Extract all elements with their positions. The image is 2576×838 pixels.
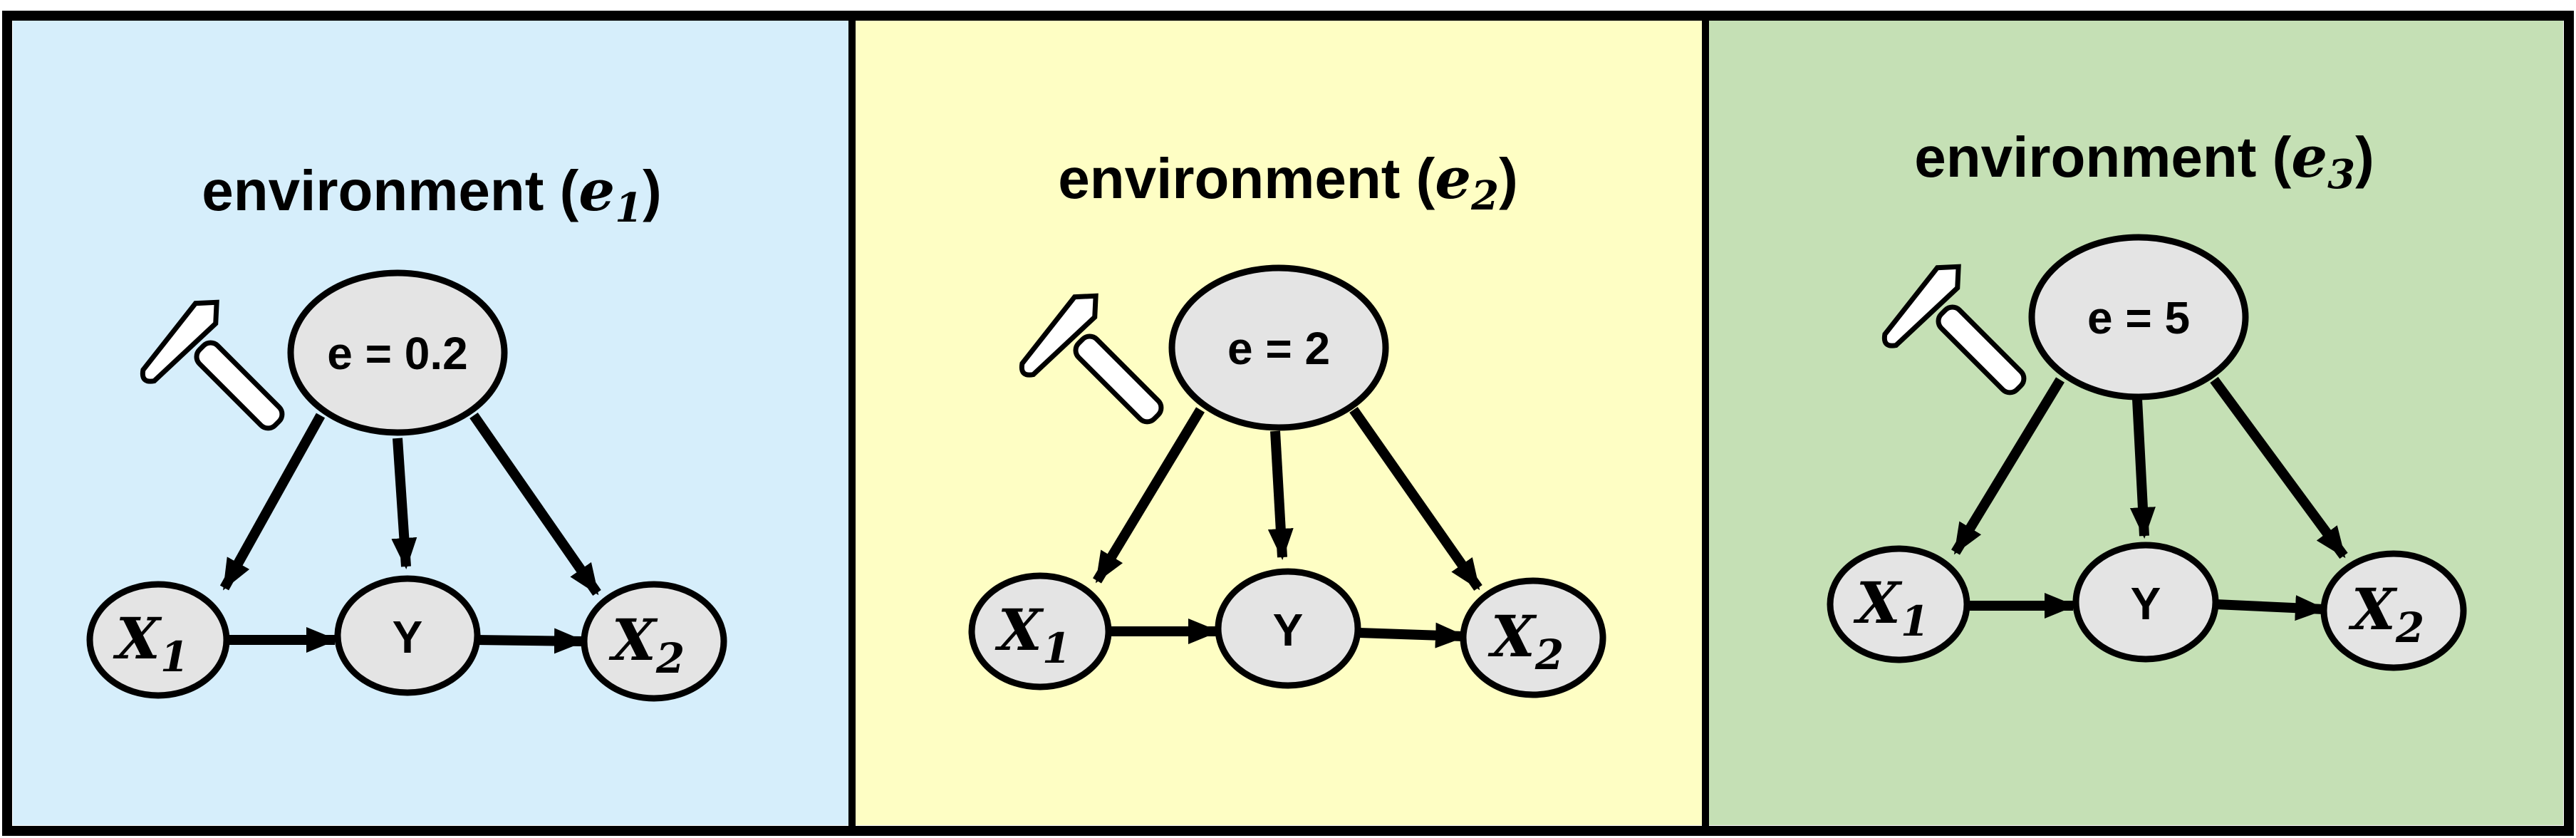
svg-text:e = 0.2: e = 0.2 <box>327 328 468 379</box>
panel-title: environment (e1) <box>202 157 661 232</box>
edge-y-to-x2 <box>475 628 586 654</box>
panel-environment-2: environment (e2) e = 2 X1 Y X2 <box>855 20 1703 825</box>
figure-border <box>2 11 2574 836</box>
env-node: e = 5 <box>2028 234 2249 400</box>
edge-env-to-x2 <box>1349 406 1482 591</box>
panel-environment-3: environment (e3) e = 5 X1 Y X2 <box>1708 20 2563 825</box>
svg-text:X1: X1 <box>113 605 189 681</box>
edge-env-to-x1 <box>1093 407 1205 584</box>
svg-text:X2: X2 <box>2348 576 2424 652</box>
svg-text:Y: Y <box>2131 578 2161 629</box>
node-x1: X1 <box>1827 545 1970 663</box>
svg-text:Y: Y <box>393 611 423 663</box>
node-y: Y <box>1215 568 1361 689</box>
edge-env-to-x2 <box>2210 376 2348 559</box>
panel-title: environment (e3) <box>1914 123 2374 198</box>
hammer-icon <box>1881 264 2027 395</box>
hammer-icon <box>140 299 285 431</box>
edge-env-to-y <box>2129 398 2156 539</box>
hammer-icon <box>1019 293 1164 425</box>
node-x2: X2 <box>2320 550 2467 671</box>
edge-env-to-x1 <box>1951 377 2065 555</box>
svg-text:e = 5: e = 5 <box>2087 292 2190 343</box>
node-y: Y <box>2072 542 2219 663</box>
svg-text:X1: X1 <box>994 596 1071 673</box>
env-node: e = 0.2 <box>287 269 508 436</box>
panel-environment-1: environment (e1) e = 0.2 X1 Y X2 <box>13 20 851 825</box>
svg-text:e = 2: e = 2 <box>1227 323 1330 374</box>
svg-text:X2: X2 <box>1487 603 1564 679</box>
panel-title: environment (e2) <box>1058 145 1517 219</box>
edge-y-to-x2 <box>1359 622 1467 648</box>
node-x1: X1 <box>86 581 230 699</box>
edge-env-to-y <box>1267 430 1294 560</box>
edge-env-to-x2 <box>469 413 601 596</box>
node-x2: X2 <box>1460 577 1606 698</box>
node-y: Y <box>334 575 481 696</box>
edge-env-to-y <box>391 438 417 569</box>
svg-text:X1: X1 <box>1853 569 1929 646</box>
edge-y-to-x2 <box>2215 595 2327 621</box>
edge-env-to-x1 <box>219 413 326 591</box>
svg-text:Y: Y <box>1273 604 1304 656</box>
node-x1: X1 <box>968 572 1112 690</box>
svg-text:X2: X2 <box>608 606 685 683</box>
env-node: e = 2 <box>1168 264 1389 431</box>
node-x2: X2 <box>581 581 727 702</box>
